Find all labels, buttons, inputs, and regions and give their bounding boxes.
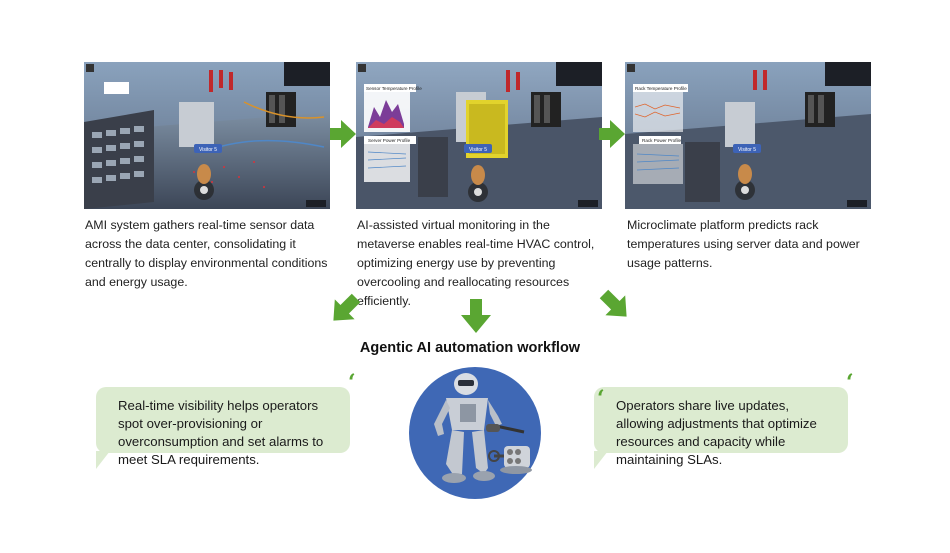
caption-ami: AMI system gathers real-time sensor data… bbox=[85, 218, 328, 289]
robot-icon bbox=[409, 367, 541, 499]
bubble-tail-icon bbox=[594, 451, 608, 469]
chart-label: Sensor Temperature Profile bbox=[366, 86, 422, 91]
caption-microclimate: Microclimate platform predicts rack temp… bbox=[627, 218, 860, 270]
speech-bubble-left: Real-time visibility helps operators spo… bbox=[96, 387, 350, 467]
workflow-title: Agentic AI automation workflow bbox=[359, 340, 581, 356]
chart-label: Server Power Profile bbox=[368, 138, 411, 143]
arrow-down-left-icon bbox=[599, 289, 627, 317]
screenshot-metaverse-hvac: Sensor Temperature Profile Server Power … bbox=[356, 62, 602, 209]
visitor-badge: Visitor 5 bbox=[738, 147, 756, 153]
bubble-right-text: Operators share live updates, allowing a… bbox=[616, 398, 817, 467]
arrow-down-icon bbox=[461, 299, 491, 333]
arrow-right-icon bbox=[599, 120, 625, 148]
screenshot-ami-datacenter: Visitor 5 bbox=[84, 62, 330, 209]
visitor-badge: Visitor 5 bbox=[469, 147, 487, 153]
chart-label: Rack Power Profile bbox=[642, 138, 682, 143]
bubble-tail-icon bbox=[96, 451, 110, 469]
arrow-down-right-icon bbox=[333, 293, 361, 321]
screenshot-microclimate: Rack Temperature Profile Rack Power Prof… bbox=[625, 62, 871, 209]
quote-mark-icon: ‘ bbox=[348, 370, 356, 396]
quote-mark-icon: ‘ bbox=[597, 386, 605, 412]
arrow-right-icon bbox=[330, 120, 356, 148]
speech-bubble-right: Operators share live updates, allowing a… bbox=[594, 387, 848, 467]
bubble-left-text: Real-time visibility helps operators spo… bbox=[118, 398, 324, 467]
chart-label: Rack Temperature Profile bbox=[635, 86, 687, 91]
visitor-badge: Visitor 5 bbox=[199, 147, 217, 153]
caption-metaverse: AI-assisted virtual monitoring in the me… bbox=[357, 218, 595, 308]
quote-mark-icon: ‘ bbox=[846, 370, 854, 396]
